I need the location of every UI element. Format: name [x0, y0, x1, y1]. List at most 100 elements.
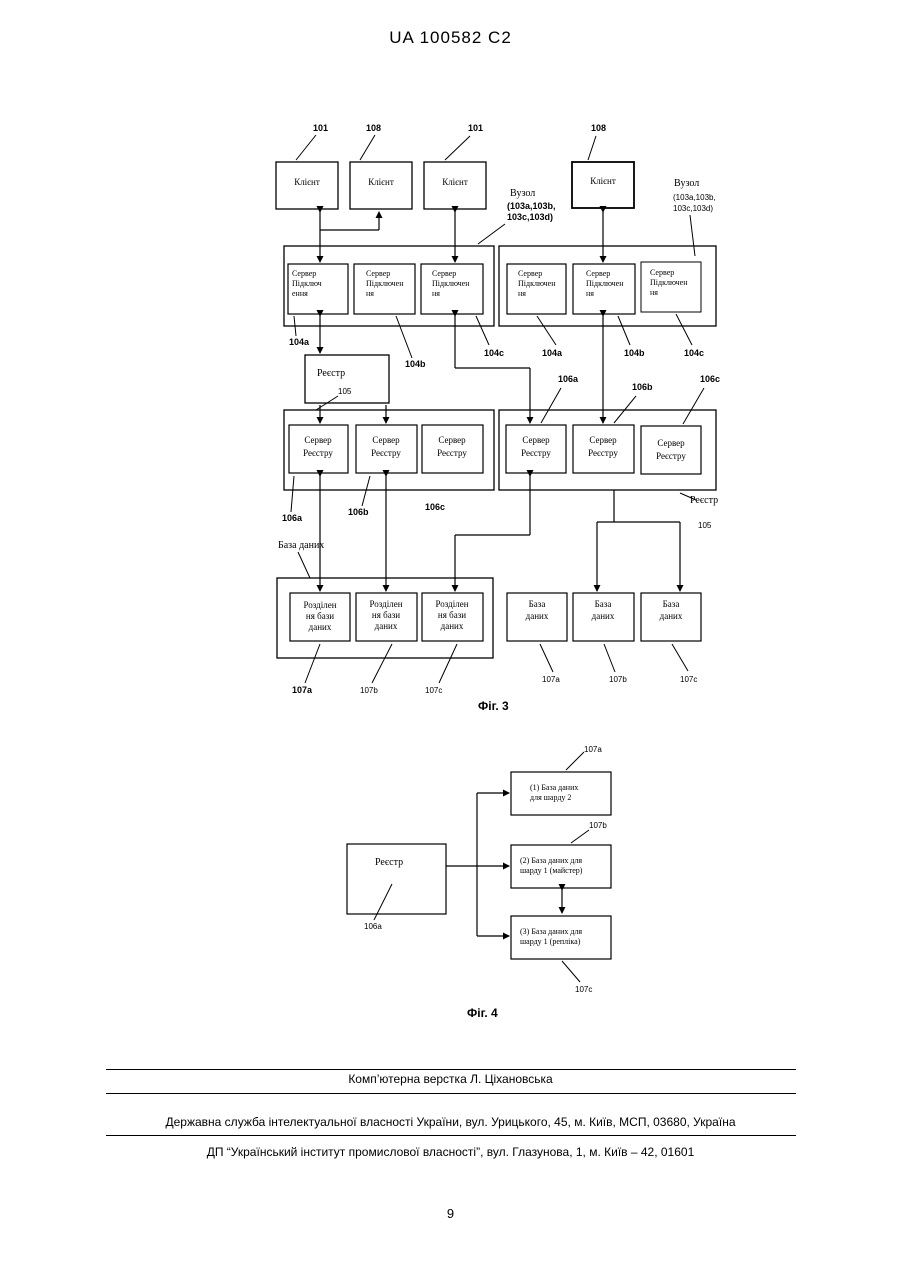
- ref-label: 105: [698, 521, 712, 530]
- figure-4-caption: Фіг. 4: [467, 1006, 498, 1020]
- svg-text:ня: ня: [518, 289, 526, 298]
- partition-box: Розділен ня бази даних: [290, 593, 350, 641]
- database-box: База даних: [573, 593, 634, 641]
- svg-text:даних: даних: [592, 611, 615, 621]
- client-box-3: Клієнт: [424, 162, 486, 209]
- client-label: Клієнт: [368, 177, 394, 187]
- svg-text:Сервер: Сервер: [432, 269, 456, 278]
- ref-label: 107c: [575, 985, 592, 994]
- connection-server-box: Сервер Підключен ня: [507, 264, 566, 314]
- svg-text:ня: ня: [586, 289, 594, 298]
- svg-text:даних: даних: [375, 621, 398, 631]
- svg-text:Сервер: Сервер: [372, 435, 400, 445]
- node-label: Вузол: [510, 188, 535, 199]
- database-box: База даних: [641, 593, 701, 641]
- registry-server-box: Сервер Реєстру: [422, 425, 483, 473]
- ref-label: 108: [591, 123, 606, 133]
- ref-label: 107b: [609, 675, 627, 684]
- svg-text:ня: ня: [650, 288, 658, 297]
- svg-text:База: База: [529, 599, 546, 609]
- svg-text:Реєстру: Реєстру: [521, 448, 551, 458]
- svg-text:Реєстр: Реєстр: [375, 857, 403, 868]
- registry-right-label: Реєстр: [690, 495, 718, 506]
- svg-text:Сервер: Сервер: [438, 435, 466, 445]
- ref-label: 101: [313, 123, 328, 133]
- registry-server-box: Сервер Реєстру: [641, 426, 701, 474]
- node-refs: (103a,103b,: [673, 193, 716, 202]
- ref-label: 106c: [425, 502, 445, 512]
- partition-box: Розділен ня бази даних: [356, 593, 417, 641]
- svg-text:Реєстру: Реєстру: [303, 448, 333, 458]
- registry-server-box: Сервер Реєстру: [573, 425, 634, 473]
- ref-label: 107b: [360, 686, 378, 695]
- ref-label: 104b: [405, 359, 426, 369]
- svg-text:Сервер: Сервер: [650, 268, 674, 277]
- ref-label: 106a: [364, 922, 382, 931]
- connection-server-box: Сервер Підключен ня: [421, 264, 483, 314]
- registry-server-box: Сервер Реєстру: [506, 425, 566, 473]
- database-label: База даних: [278, 540, 324, 551]
- svg-text:(3) База даних для: (3) База даних для: [520, 927, 582, 936]
- fig4-db-box-3: (3) База даних для шарду 1 (репліка): [511, 916, 611, 959]
- ref-label: 106b: [348, 507, 369, 517]
- figure-3-caption: Фіг. 3: [478, 699, 509, 713]
- svg-text:шарду 1 (репліка): шарду 1 (репліка): [520, 937, 581, 946]
- node-refs: 103c,103d): [507, 212, 553, 222]
- svg-text:Сервер: Сервер: [657, 438, 685, 448]
- fig4-registry-box: Реєстр: [347, 844, 446, 914]
- svg-text:ня бази: ня бази: [438, 610, 466, 620]
- ref-label: 107c: [425, 686, 442, 695]
- svg-text:ня: ня: [432, 289, 440, 298]
- svg-text:Сервер: Сервер: [586, 269, 610, 278]
- ref-label: 108: [366, 123, 381, 133]
- page-number: 9: [0, 1206, 901, 1221]
- database-box: База даних: [507, 593, 567, 641]
- partition-box: Розділен ня бази даних: [422, 593, 483, 641]
- svg-text:даних: даних: [441, 621, 464, 631]
- svg-text:ня бази: ня бази: [372, 610, 400, 620]
- ref-label: 104c: [484, 348, 504, 358]
- svg-text:(2) База даних для: (2) База даних для: [520, 856, 582, 865]
- ref-label: 107a: [542, 675, 560, 684]
- client-label: Клієнт: [442, 177, 468, 187]
- svg-text:Сервер: Сервер: [518, 269, 542, 278]
- svg-text:Реєстру: Реєстру: [656, 451, 686, 461]
- ref-label: 104c: [684, 348, 704, 358]
- footer-layout-credit: Комп’ютерна верстка Л. Ціхановська: [0, 1072, 901, 1086]
- node-label: Вузол: [674, 178, 699, 189]
- footer-institute-address: ДП “Український інститут промислової вла…: [0, 1145, 901, 1159]
- svg-text:даних: даних: [526, 611, 549, 621]
- svg-text:Сервер: Сервер: [304, 435, 332, 445]
- ref-label: 107c: [680, 675, 697, 684]
- ref-label: 106a: [558, 374, 579, 384]
- ref-label: 105: [338, 387, 352, 396]
- svg-text:ення: ення: [292, 289, 308, 298]
- ref-label: 107a: [584, 745, 602, 754]
- svg-text:Сервер: Сервер: [366, 269, 390, 278]
- node-refs: (103a,103b,: [507, 201, 556, 211]
- client-label: Клієнт: [590, 176, 616, 186]
- svg-text:Підключен: Підключен: [366, 279, 404, 288]
- ref-label: 106b: [632, 382, 653, 392]
- connection-server-box: Сервер Підключен ня: [573, 264, 635, 314]
- connection-server-box: Сервер Підключен ня: [354, 264, 415, 314]
- footer-rule: [106, 1069, 796, 1070]
- registry-box: Реєстр 105: [305, 355, 389, 403]
- svg-text:Підключен: Підключен: [586, 279, 624, 288]
- fig4-db-box-2: (2) База даних для шарду 1 (майстер): [511, 845, 611, 888]
- figure-4-diagram: Реєстр 106a (1) База даних для шарду 2 1…: [0, 730, 901, 1030]
- svg-text:Розділен: Розділен: [369, 599, 402, 609]
- connection-server-box: Сервер Підключ ення: [288, 264, 348, 314]
- svg-text:шарду 1 (майстер): шарду 1 (майстер): [520, 866, 583, 875]
- registry-server-box: Сервер Реєстру: [356, 425, 417, 473]
- client-box-1: Клієнт: [276, 162, 338, 209]
- svg-text:Розділен: Розділен: [303, 600, 336, 610]
- footer-office-address: Державна служба інтелектуальної власност…: [0, 1115, 901, 1129]
- svg-text:База: База: [595, 599, 612, 609]
- figure-3-diagram: Клієнт Клієнт Клієнт Клієнт 101 108 101 …: [0, 0, 901, 730]
- ref-label: 104a: [542, 348, 563, 358]
- svg-text:ня: ня: [366, 289, 374, 298]
- ref-label: 104a: [289, 337, 310, 347]
- node-refs: 103c,103d): [673, 204, 713, 213]
